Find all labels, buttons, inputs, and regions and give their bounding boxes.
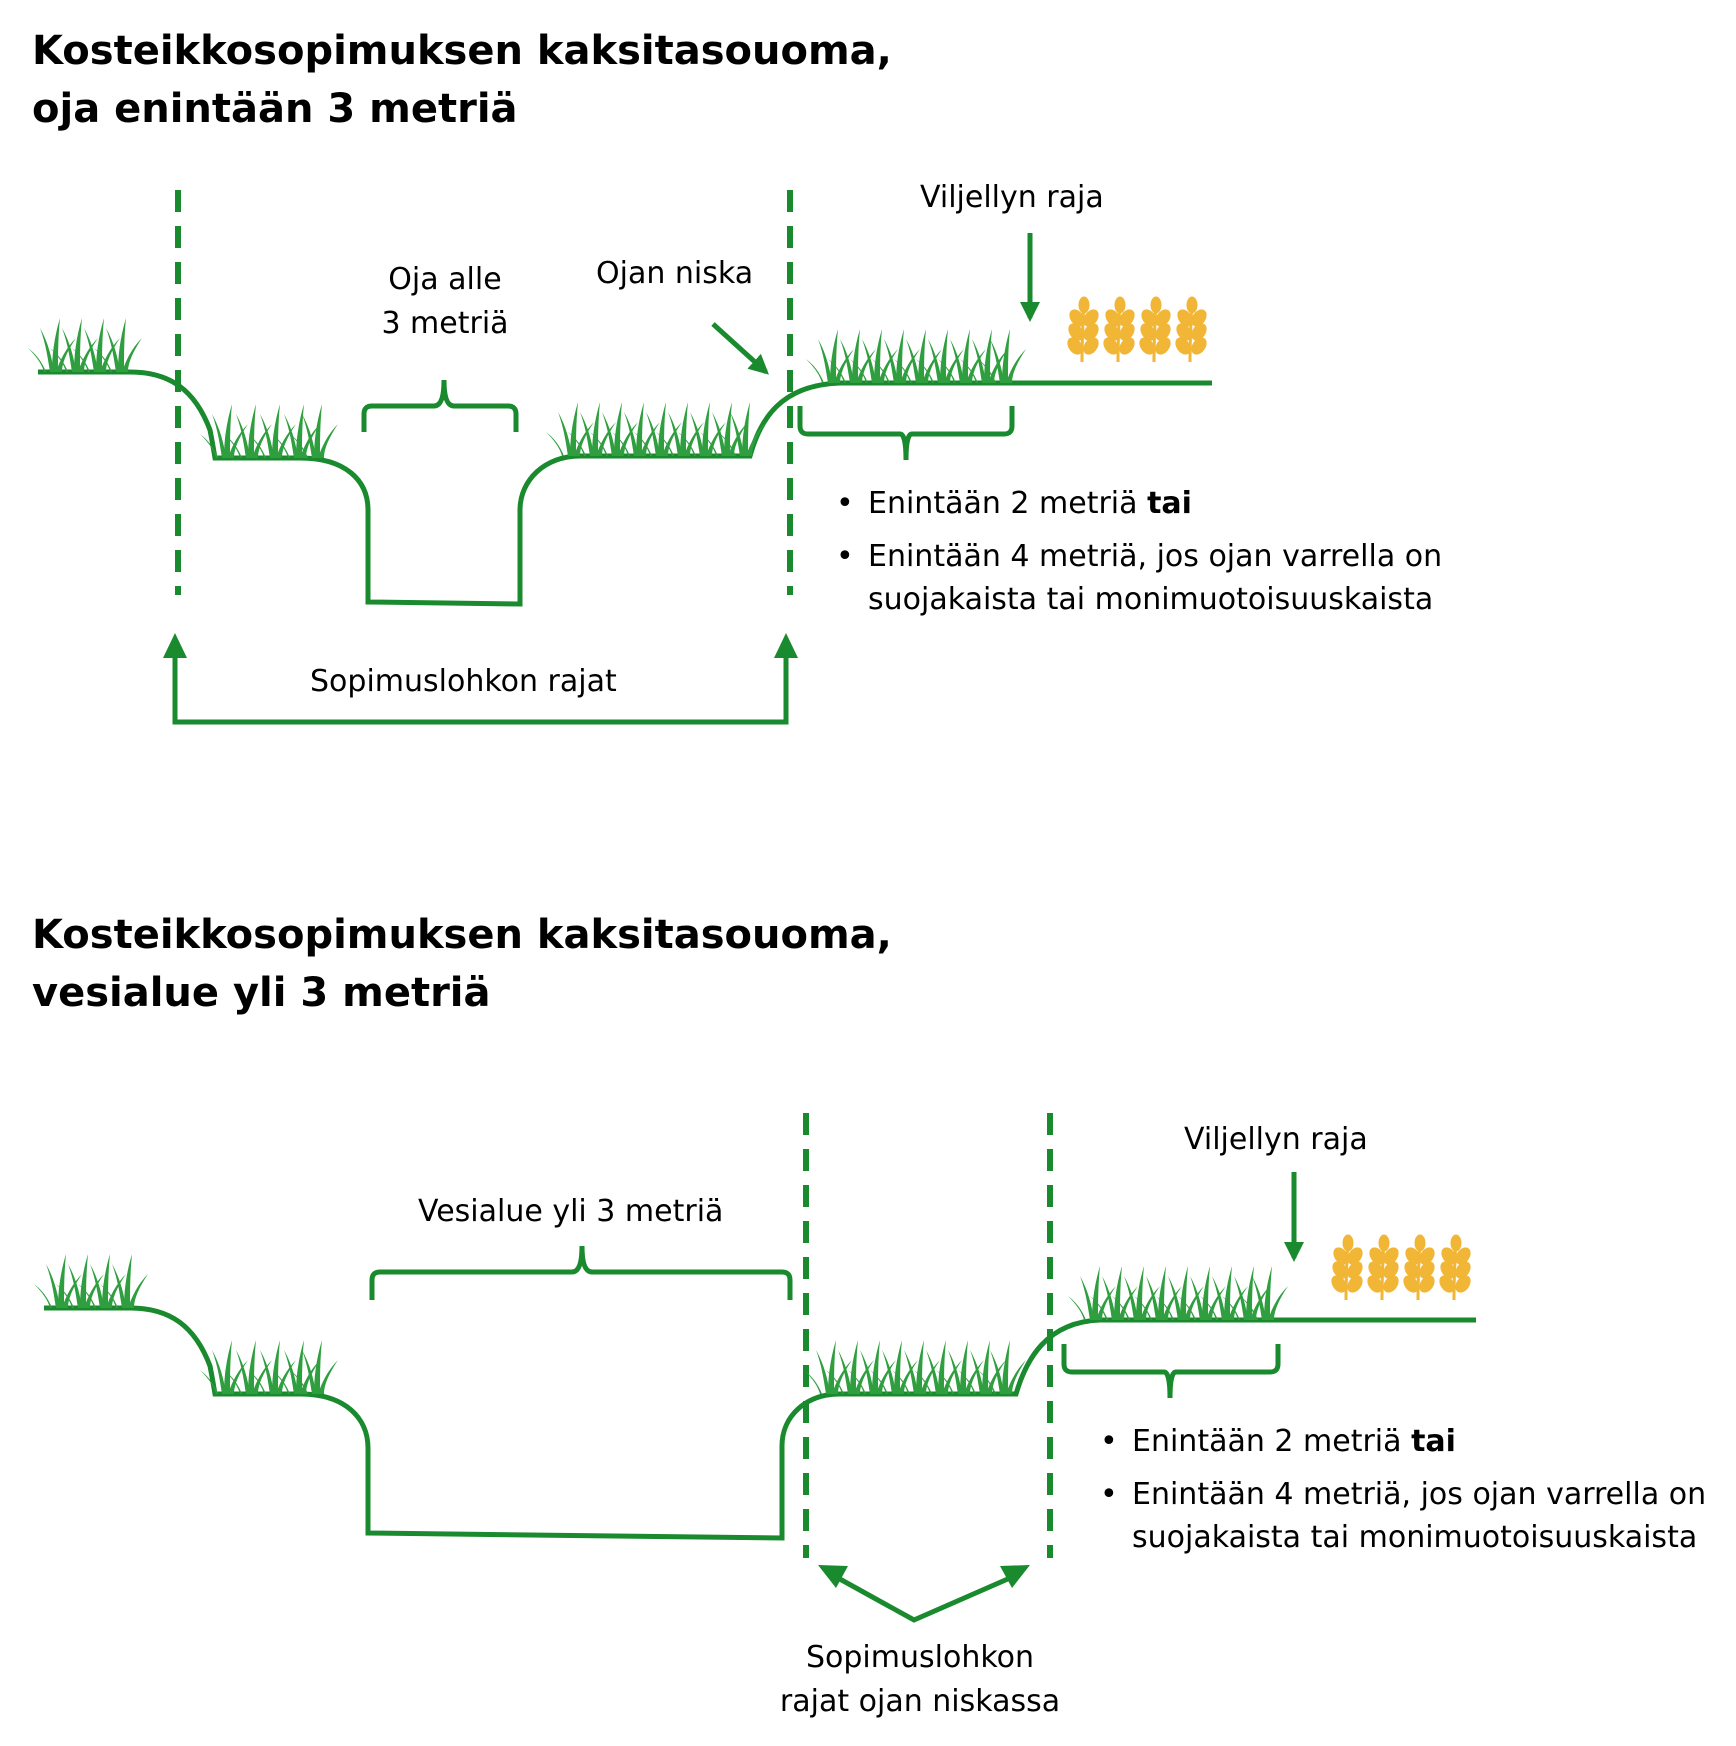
arrow-diagonal-icon [711,322,769,375]
note-text: Enintään 4 metriä, jos ojan varrella on [868,539,1443,574]
buffer-width-brace [1061,1344,1281,1399]
boundary-label: Sopimuslohkon rajat [310,664,617,699]
ditch-width-brace [361,379,519,432]
grass-icon [200,1340,338,1394]
arrow-left-icon [818,1565,848,1588]
boundary-neck-label-line2: rajat ojan niskassa [779,1684,1061,1719]
cultivated-boundary-label: Viljellyn raja [1184,1122,1368,1157]
note-text: Enintään 2 metriä [1132,1424,1412,1459]
boundary-neck-arrows [836,1575,1012,1623]
ditch-width-label-line2: 3 metriä [381,306,509,341]
note-item: Enintään 2 metriä tai [1100,1420,1706,1463]
section2-notes: Enintään 2 metriä tai Enintään 4 metriä,… [1100,1420,1706,1569]
section1-diagram [28,190,1212,725]
water-width-brace [369,1245,793,1300]
grass-icon [806,329,1026,383]
note-bold: tai [1147,486,1192,521]
note-item: Enintään 4 metriä, jos ojan varrella on s… [836,535,1443,621]
grass-icon [34,1254,148,1308]
arrow-up-icon [163,633,187,658]
ditch-width-label: Oja alle 3 metriä [340,258,550,346]
grass-icon [200,404,338,458]
ditch-width-label-line1: Oja alle [388,262,502,297]
section2-title: Kosteikkosopimuksen kaksitasouoma, vesia… [32,906,892,1022]
wheat-icon [1063,295,1211,364]
note-bold: tai [1411,1424,1456,1459]
boundary-neck-label: Sopimuslohkon rajat ojan niskassa [770,1636,1070,1724]
section2-diagram [34,1113,1476,1623]
note-text: Enintään 2 metriä [868,486,1148,521]
section2-title-line2: vesialue yli 3 metriä [32,970,491,1016]
section2-title-line1: Kosteikkosopimuksen kaksitasouoma, [32,912,892,958]
arrow-right-icon [1000,1565,1030,1588]
note-text: Enintään 4 metriä, jos ojan varrella on [1132,1477,1707,1512]
section1-title: Kosteikkosopimuksen kaksitasouoma, oja e… [32,22,892,138]
section1-title-line1: Kosteikkosopimuksen kaksitasouoma, [32,28,892,74]
grass-icon [1068,1266,1288,1320]
arrow-up-icon [774,633,798,658]
grass-icon [804,1340,1026,1394]
water-area-profile [44,1305,1476,1541]
note-item: Enintään 4 metriä, jos ojan varrella on s… [1100,1473,1707,1559]
buffer-width-brace [797,406,1015,461]
note-text: suojakaista tai monimuotoisuuskaista [868,582,1434,617]
boundary-neck-label-line1: Sopimuslohkon [805,1640,1035,1675]
grass-icon [546,402,766,456]
neck-label: Ojan niska [596,256,754,291]
section1-notes: Enintään 2 metriä tai Enintään 4 metriä,… [836,482,1442,631]
note-text: suojakaista tai monimuotoisuuskaista [1132,1520,1698,1555]
wheat-icon [1327,1233,1475,1302]
note-item: Enintään 2 metriä tai [836,482,1442,525]
water-width-label: Vesialue yli 3 metriä [418,1194,724,1229]
boundary-bracket [172,650,789,725]
cultivated-boundary-label: Viljellyn raja [920,180,1104,215]
grass-icon [28,318,142,372]
section1-title-line2: oja enintään 3 metriä [32,86,518,132]
